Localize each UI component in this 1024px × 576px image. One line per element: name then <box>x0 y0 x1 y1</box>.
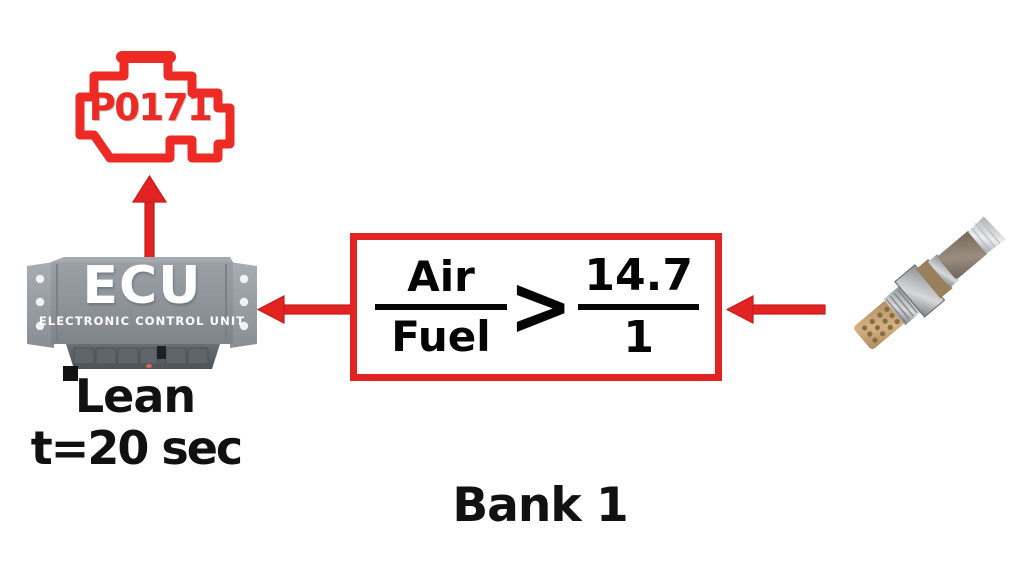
check-engine-light-icon: P0171 <box>52 40 244 175</box>
fraction-numerator: 14.7 <box>584 250 693 301</box>
air-fuel-ratio-box: Air Fuel > 14.7 1 <box>350 233 722 381</box>
fraction-bar <box>375 304 507 310</box>
fraction-denominator: 1 <box>623 312 654 363</box>
bank-label: Bank 1 <box>452 478 628 533</box>
trouble-code-label: P0171 <box>88 86 213 129</box>
arrow-up-icon <box>130 174 170 261</box>
fraction-denominator: Fuel <box>391 312 491 361</box>
ecu-module: ECU ELECTRONIC CONTROL UNIT <box>24 252 260 372</box>
ecu-subtitle: ELECTRONIC CONTROL UNIT <box>38 314 246 328</box>
oxygen-sensor-icon <box>826 206 1018 372</box>
duration-label: t=20 sec <box>30 421 243 475</box>
lean-condition-label: Lean <box>74 369 196 423</box>
fraction-numerator: Air <box>407 252 475 301</box>
stray-mark <box>63 366 78 381</box>
ecu-title: ECU <box>82 256 202 316</box>
greater-than-symbol: > <box>508 258 573 355</box>
stoichiometric-fraction: 14.7 1 <box>578 253 699 361</box>
stray-dot <box>146 364 152 368</box>
fraction-bar <box>578 304 699 310</box>
arrow-left-icon <box>256 292 353 328</box>
air-fuel-fraction: Air Fuel <box>375 255 507 359</box>
arrow-left-icon <box>725 292 826 328</box>
